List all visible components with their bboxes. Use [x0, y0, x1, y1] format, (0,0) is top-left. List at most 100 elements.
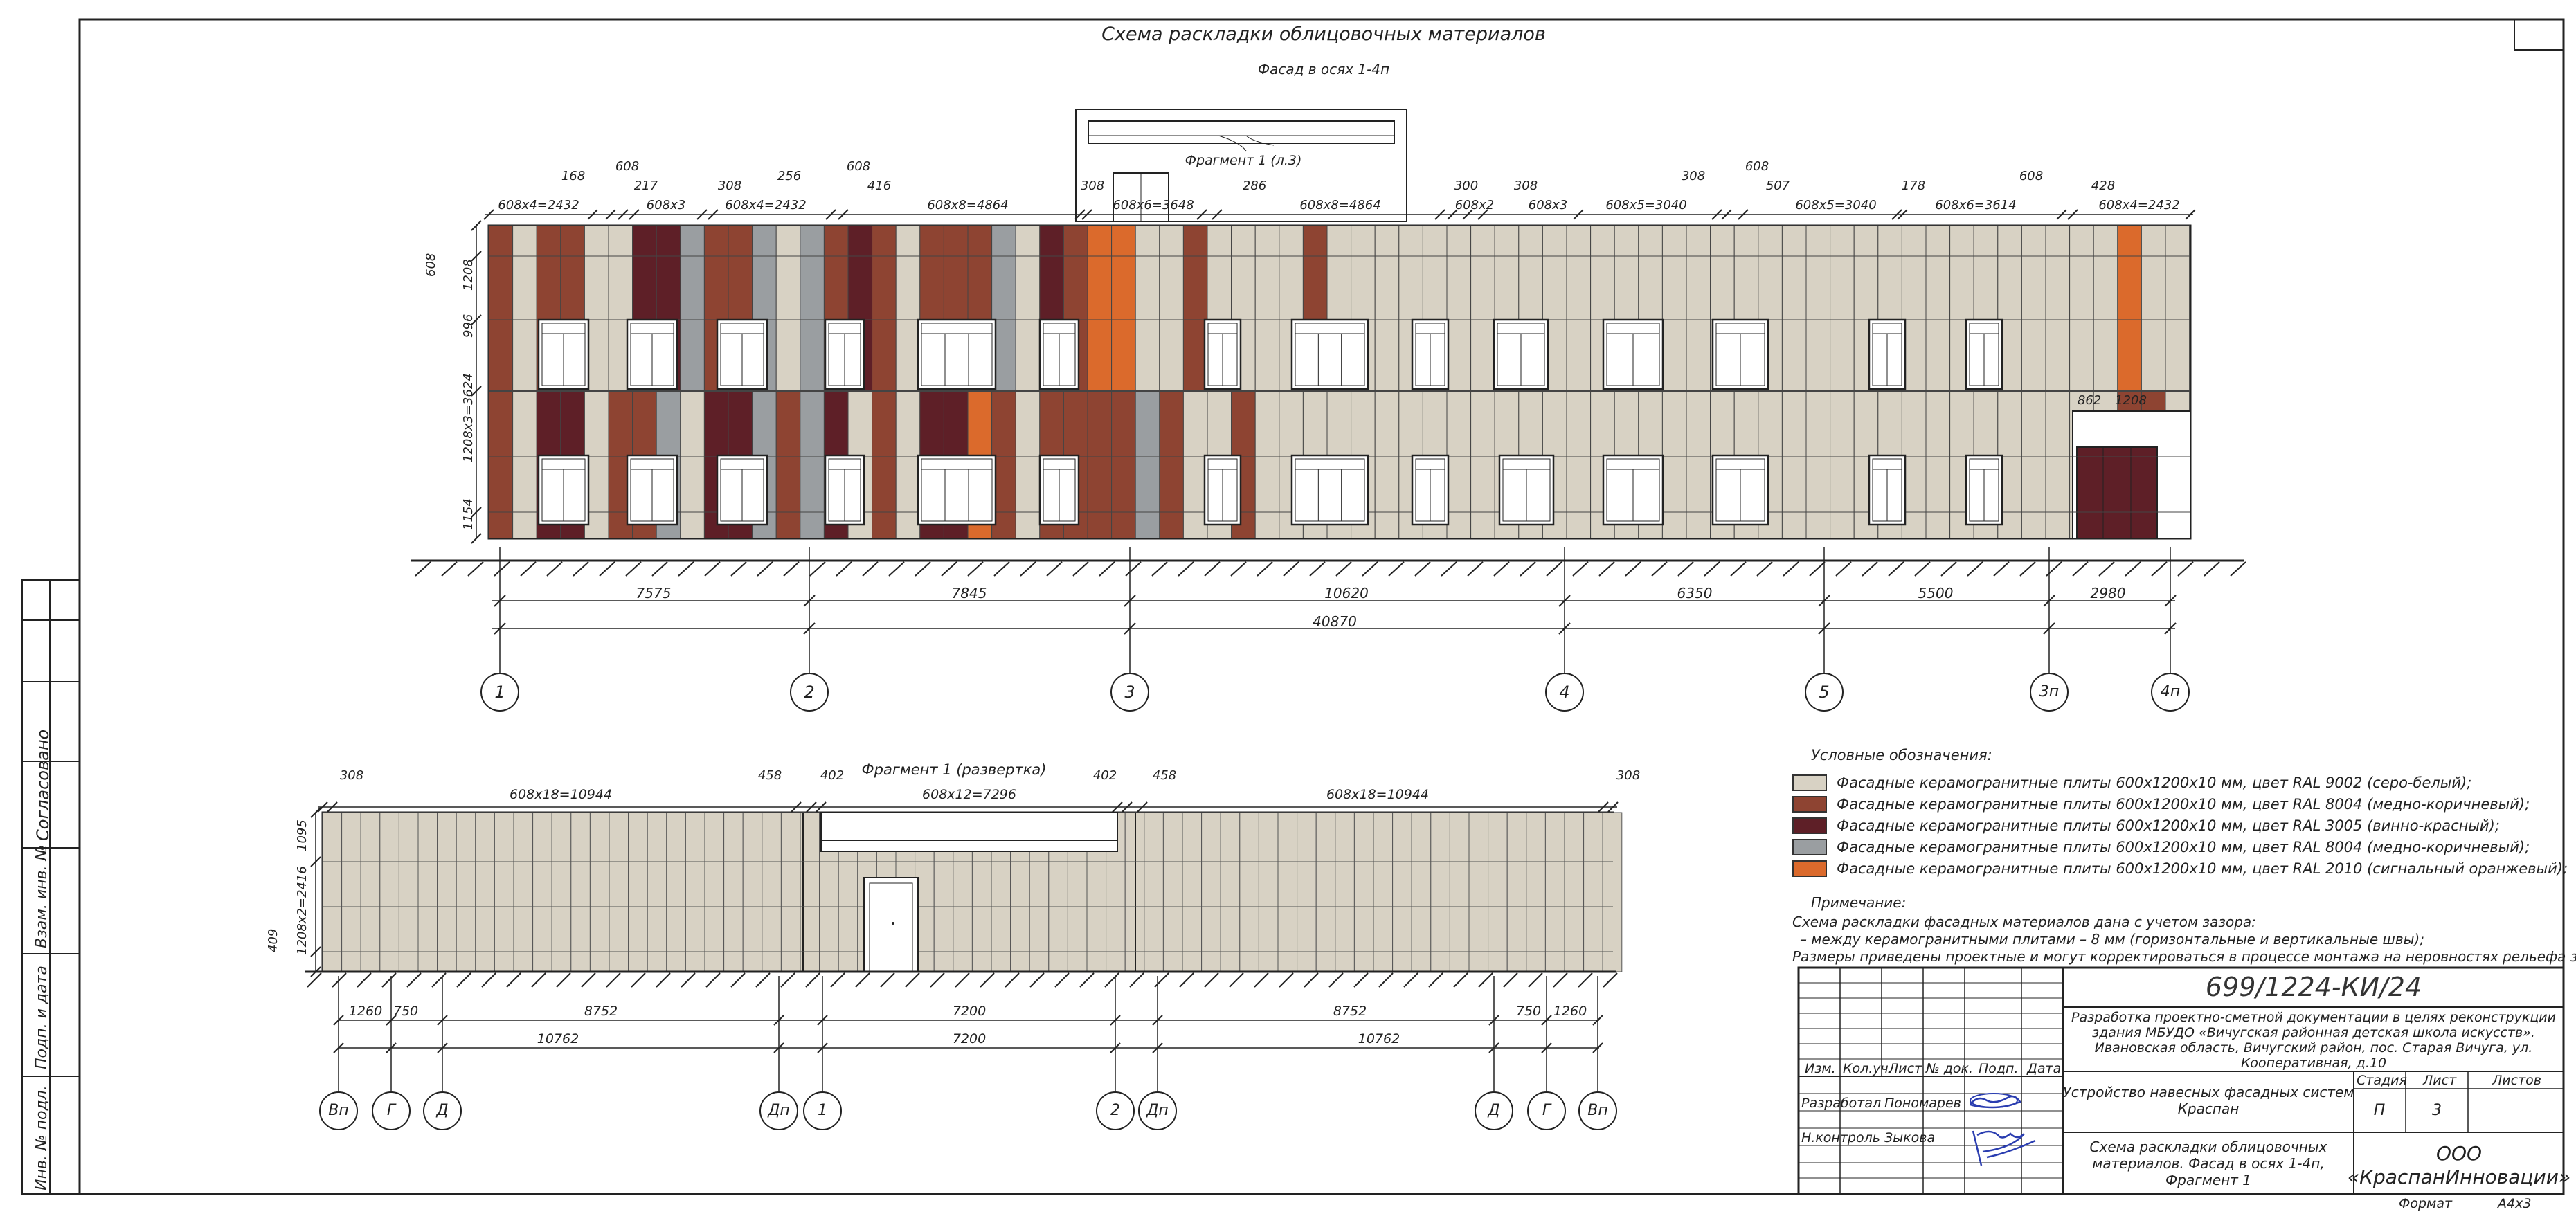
ground-hatch-line: [805, 972, 820, 988]
dim-tick: [471, 533, 482, 544]
control-name: Зыкова: [1884, 1130, 1936, 1145]
dim-label: 8752: [1333, 1004, 1367, 1019]
ground-hatch-line: [506, 972, 521, 988]
dim-tick: [1818, 622, 1830, 635]
ground-hatch-line: [1414, 561, 1431, 577]
ground-hatch-line: [1603, 972, 1618, 988]
dim-tick: [1541, 1015, 1552, 1026]
dim-tick: [803, 595, 816, 607]
facade-tile-column: [1254, 390, 1280, 539]
fragment-callout-label: Фрагмент 1 (л.3): [1185, 153, 1302, 168]
dim-label: 428: [2091, 179, 2116, 193]
fragment-tile-column: [704, 812, 725, 972]
facade-tile-column: [1830, 225, 1855, 392]
sheet-subtitle: Фасад в осях 1-4п: [1257, 61, 1390, 78]
header-cell: Кол.уч.: [1843, 1061, 1893, 1076]
fragment-tile-column: [1277, 812, 1298, 972]
dim-tick: [483, 209, 494, 220]
dim-tick: [2185, 209, 2196, 220]
dim-label: 608х4=2432: [725, 198, 807, 212]
ground-hatch-line: [2019, 561, 2036, 577]
ground-hatch-line: [1520, 561, 1536, 577]
ground-hatch-line: [556, 972, 571, 988]
axis-bubble: Г: [1527, 1091, 1566, 1130]
dim-tick: [333, 1042, 344, 1053]
ground-hatch-line: [1005, 972, 1020, 988]
ground-hatch-line: [1428, 972, 1443, 988]
ground-hatch-line: [651, 561, 668, 577]
dim-tick: [1592, 1015, 1603, 1026]
dim-tick: [1081, 209, 1092, 220]
dim-tick: [2043, 595, 2055, 607]
format-value: А4х3: [2498, 1196, 2532, 1211]
dim-tick: [1558, 595, 1571, 607]
developed-name: Пономарев: [1884, 1096, 1961, 1111]
ground-hatch-line: [980, 972, 995, 988]
ground-hatch-line: [1309, 561, 1326, 577]
ground-hatch-line: [1029, 972, 1045, 988]
dim-tick: [1477, 209, 1488, 220]
axis-bubble: Дп: [759, 1091, 798, 1130]
ground-hatch-line: [941, 561, 957, 577]
ground-hatch-line: [1353, 972, 1369, 988]
dim-label: 608х18=10944: [1326, 787, 1430, 802]
header-cell: Дата: [2027, 1061, 2062, 1076]
developed-role: Разработал: [1801, 1096, 1882, 1111]
dim-label: 608х6=3614: [1935, 198, 2017, 212]
facade-tile-column: [680, 390, 705, 539]
facade-tile-column: [1686, 225, 1711, 392]
fragment-tile-column: [1583, 812, 1603, 972]
ground-hatch-line: [1546, 561, 1562, 577]
ground-hatch-line: [456, 972, 471, 988]
ground-hatch-line: [1704, 561, 1720, 577]
ground-hatch-line: [830, 972, 845, 988]
dim-tick: [817, 1042, 828, 1053]
dim-tick: [1592, 1042, 1603, 1053]
fragment-tile-column: [742, 812, 763, 972]
dim-label: 308: [1080, 179, 1105, 193]
dim-tick: [471, 386, 482, 397]
ground-hatch-line: [520, 561, 537, 577]
project-desc-line: здания МБУДО «Вичугская районная детская…: [2092, 1025, 2535, 1040]
facade-tile-column: [895, 390, 921, 539]
note-line: Схема раскладки фасадных материалов дана…: [1792, 914, 2256, 930]
dim-label: 402: [1092, 768, 1117, 783]
dim-label: 608: [615, 159, 640, 174]
dim-label: 608х8=4864: [1299, 198, 1381, 212]
company-line: «КраспанИнновации»: [2347, 1166, 2571, 1188]
dim-label: 308: [1513, 179, 1538, 193]
header-cell: Лист: [1889, 1061, 1922, 1076]
note-title: Примечание:: [1811, 894, 1907, 911]
facade-tile-column: [2117, 225, 2142, 392]
facade-tile-column: [1015, 390, 1041, 539]
dim-label: 750: [1515, 1004, 1542, 1019]
ground-hatch-line: [656, 972, 671, 988]
fragment-tile-column: [494, 812, 514, 972]
facade-tile-column: [1135, 225, 1160, 392]
ground-hatch-line: [757, 561, 773, 577]
axis-bubble: Вп: [319, 1091, 358, 1130]
dim-tick: [471, 251, 482, 262]
fragment-tile-column: [762, 812, 782, 972]
stage-label: Стадия: [2357, 1073, 2407, 1088]
facade-tile-column: [1661, 225, 1687, 392]
dim-tick: [773, 1042, 784, 1053]
dim-label: 608х8=4864: [927, 198, 1009, 212]
fragment-tile-column: [647, 812, 667, 972]
bottom-dim: 7845: [951, 585, 987, 601]
dim-tick: [1110, 1042, 1121, 1053]
ground-hatch-line: [1453, 972, 1468, 988]
ground-hatch-line: [681, 972, 696, 988]
fragment-tile-column: [1468, 812, 1489, 972]
company-line: ООО: [2435, 1142, 2483, 1165]
dim-label: 7200: [952, 1004, 987, 1019]
ground-hatch-line: [1328, 972, 1344, 988]
dim-label: 608х6=3648: [1113, 198, 1194, 212]
ground-hatch-line: [2072, 561, 2089, 577]
ground-hatch-line: [357, 972, 372, 988]
dim-tick: [817, 1015, 828, 1026]
fragment-tile-column: [589, 812, 610, 972]
fragment-tile-column: [628, 812, 648, 972]
dim-tick: [1122, 801, 1133, 813]
